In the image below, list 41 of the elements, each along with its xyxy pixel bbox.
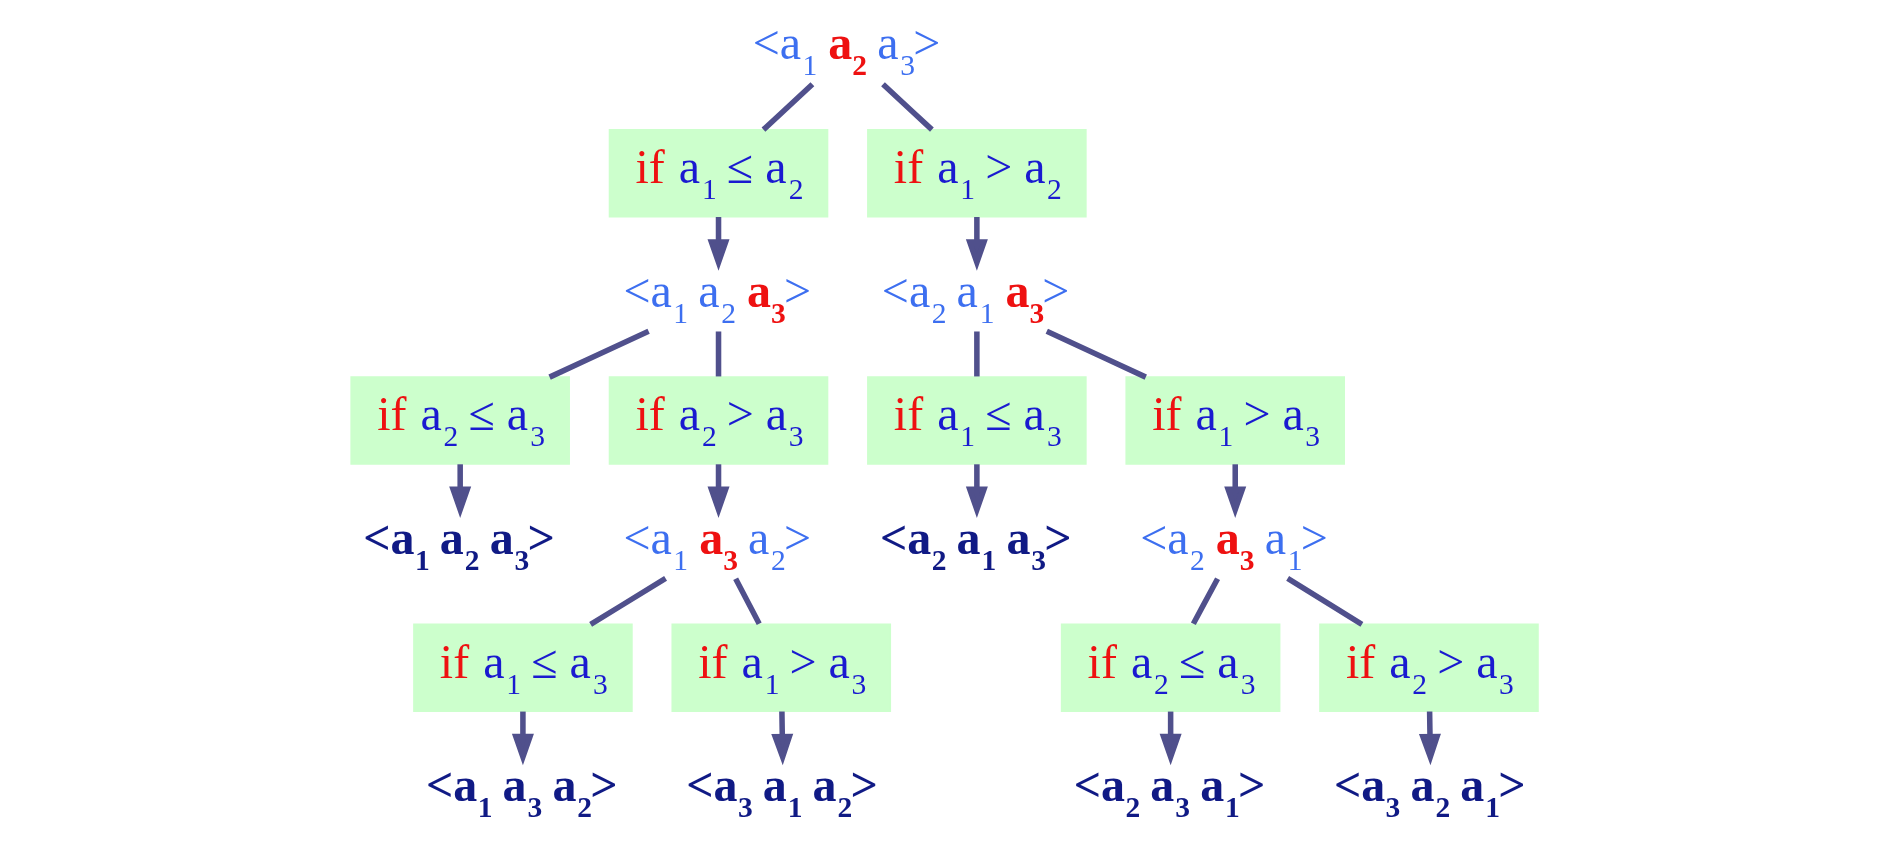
connector [548, 328, 650, 380]
arrow [707, 217, 730, 271]
arrow [707, 464, 730, 518]
node-box: if a$_{1}$ ≤ a$_{3}$ [413, 623, 633, 713]
node-box: if a$_{2}$ ≤ a$_{3}$ [1060, 623, 1281, 713]
node-box: if a$_{1}$ ≤ a$_{2}$ [608, 128, 829, 218]
node-text: <a$_{1}$ a$_{3}$ a$_{2}$> [623, 510, 812, 576]
node-box: if a$_{1}$ > a$_{2}$ [867, 128, 1087, 218]
arrow [1418, 711, 1441, 766]
connector [1286, 576, 1364, 627]
node-box: if a$_{1}$ > a$_{3}$ [671, 623, 892, 713]
node-box: if a$_{2}$ > a$_{3}$ [1319, 623, 1539, 713]
arrow [771, 711, 794, 766]
arrow [965, 464, 988, 518]
node-box: if a$_{1}$ ≤ a$_{3}$ [867, 376, 1087, 465]
node-text: <a$_{2}$ a$_{1}$ a$_{3}$> [879, 510, 1072, 576]
node-text: <a$_{1}$ a$_{2}$ a$_{3}$> [623, 263, 812, 329]
connector [715, 331, 722, 377]
connector [1045, 328, 1147, 380]
node-text: <a$_{1}$ a$_{2}$ a$_{3}$> [752, 16, 941, 82]
arrow [511, 711, 534, 766]
node-text: <a$_{1}$ a$_{2}$ a$_{3}$> [363, 510, 555, 576]
arrow [1159, 711, 1182, 766]
node-box: if a$_{2}$ > a$_{3}$ [608, 376, 829, 465]
node-text: <a$_{1}$ a$_{3}$ a$_{2}$> [426, 758, 618, 824]
node-box: if a$_{1}$ > a$_{3}$ [1125, 376, 1345, 465]
connector [881, 82, 934, 132]
arrow [1224, 464, 1247, 518]
connector [1190, 577, 1220, 626]
connector [761, 82, 815, 132]
node-text: <a$_{2}$ a$_{3}$ a$_{1}$> [1140, 510, 1328, 576]
node-box: if a$_{2}$ ≤ a$_{3}$ [350, 376, 570, 465]
connector [733, 577, 762, 625]
node-text: <a$_{3}$ a$_{2}$ a$_{1}$> [1333, 758, 1526, 824]
connector [974, 331, 980, 377]
node-text: <a$_{3}$ a$_{1}$ a$_{2}$> [686, 758, 878, 824]
arrow [449, 464, 472, 518]
arrow [965, 217, 988, 271]
connector [589, 576, 668, 627]
node-text: <a$_{2}$ a$_{1}$ a$_{3}$> [881, 263, 1070, 329]
node-text: <a$_{2}$ a$_{3}$ a$_{1}$> [1073, 758, 1266, 824]
